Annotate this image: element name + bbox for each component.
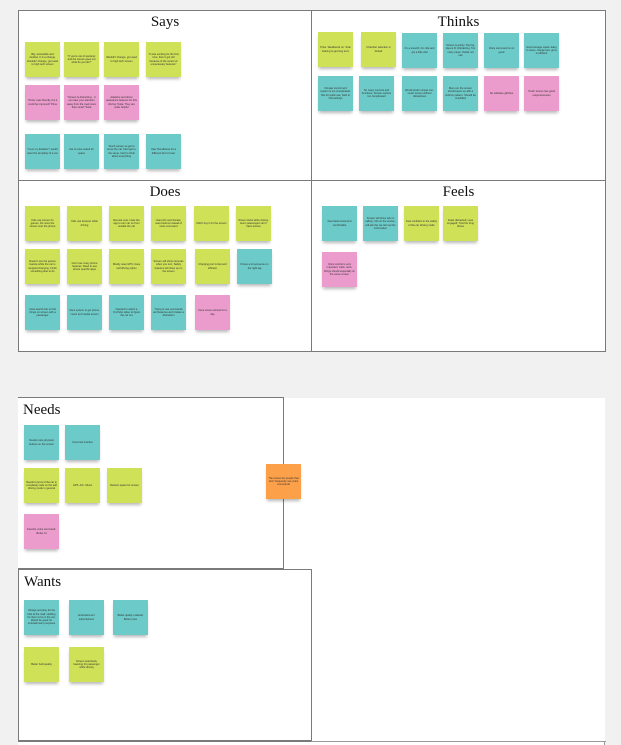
needs-title: Needs (23, 402, 61, 418)
sticky-note[interactable]: Feel confident in the safety of the car … (404, 206, 439, 241)
sticky-note[interactable]: "Love my defaults" I would want the simp… (25, 134, 60, 169)
divider (311, 741, 606, 742)
sticky-note[interactable]: "It was exciting for the first time, the… (146, 42, 181, 77)
sticky-note[interactable]: Big, accessible and intuitive. It is a c… (25, 42, 60, 77)
sticky-note[interactable]: Needs more physical buttons on the scree… (24, 425, 59, 460)
sticky-note[interactable]: Screen is quirky. Too big, idea is fit. … (443, 33, 478, 68)
sticky-note[interactable]: Trying to use commands and features and … (151, 295, 186, 330)
sticky-note[interactable]: Didn't buy it for the screen (194, 206, 229, 241)
sticky-note[interactable]: Charge and play for the kids at the road… (24, 600, 59, 635)
sticky-note[interactable]: Good storage space. Easy to clean, charg… (524, 33, 559, 68)
sticky-note[interactable]: Charging port is fast and efficient (195, 249, 230, 284)
divider (604, 741, 605, 745)
sticky-note[interactable]: Wouldn't change, got used to high tech s… (104, 42, 139, 77)
sticky-note[interactable]: Car is more suited for space (64, 134, 99, 169)
sticky-note[interactable]: Doesn't use the games feature while the … (25, 249, 60, 284)
sticky-note[interactable]: Kids use browser while driving (67, 206, 102, 241)
sticky-note[interactable]: Entertainment subscriptions (69, 600, 104, 635)
sticky-note[interactable]: Touch screen so get to know the car, har… (104, 134, 139, 169)
says-title: Says (150, 14, 180, 30)
sticky-note[interactable]: Climate control and system is too compli… (318, 76, 353, 111)
sticky-note[interactable]: Favorite voice command; Better AI (24, 514, 59, 549)
sticky-note[interactable]: Voice command is not good (484, 33, 519, 68)
wants-panel: Wants (18, 569, 312, 741)
sticky-note[interactable]: "If you're out of warranty and the scree… (64, 42, 99, 77)
sticky-note[interactable]: Touch screen has good responsiveness (524, 76, 559, 111)
sticky-note[interactable]: Reduce space for screen (107, 468, 142, 503)
sticky-note[interactable]: Needs to know if the car is completely s… (24, 468, 59, 503)
sticky-note[interactable]: Uses A/C and climate, uses buttons inste… (151, 206, 186, 241)
sticky-note[interactable]: No software glitches (484, 76, 519, 111)
sticky-note[interactable]: Mostly uses GPS; Uses self driving optio… (109, 249, 144, 284)
thinks-title: Thinks (437, 14, 480, 30)
feels-title: Feels (442, 184, 475, 200)
sticky-note[interactable]: Feel determined and comfortable (322, 206, 357, 241)
sticky-note[interactable]: Better built quality (24, 647, 59, 682)
sticky-note[interactable]: "Screen is distracting... It can take yo… (64, 85, 99, 120)
sticky-note[interactable]: GPS. A/C. Music (65, 468, 100, 503)
needs-panel: Needs (18, 397, 284, 569)
sticky-note[interactable]: Drives a lot someone on the right lag (237, 249, 272, 284)
sticky-note[interactable]: Chamber selection is limited (361, 32, 396, 67)
sticky-note[interactable]: Better quality material; Better price (113, 600, 148, 635)
sticky-note[interactable]: Can't use many phone features; Need to u… (67, 249, 102, 284)
sticky-note[interactable]: Prius. Weathered on. Took training to ge… (318, 32, 353, 67)
floating-sticky-note[interactable]: The screen for people that don't frequen… (266, 464, 301, 499)
sticky-note[interactable]: User friendliness for a different kind o… (146, 134, 181, 169)
sticky-note[interactable]: Uses search bar to find things on screen… (25, 295, 60, 330)
sticky-note[interactable]: Remote over. Uses the app to turn car on… (109, 206, 144, 241)
sticky-note[interactable]: It's a smooth, fun ride and got a little… (402, 33, 437, 68)
sticky-note[interactable]: Uses system to get phone, music and medi… (67, 295, 102, 330)
divider (18, 740, 312, 742)
sticky-note[interactable]: Menu on the screen should open up with a… (443, 76, 478, 111)
does-title: Does (149, 184, 181, 200)
sticky-note[interactable]: Needed to watch a YouTube video to figur… (109, 295, 144, 330)
sticky-note[interactable]: Screen selectively lowering for passenge… (69, 647, 104, 682)
sticky-note[interactable]: Screen will show cameras when you turn; … (151, 249, 186, 284)
sticky-note[interactable]: Feels distracted; Less engaged; Tired fo… (443, 206, 478, 241)
sticky-note[interactable]: Would prefer simple non-smart screen wit… (402, 76, 437, 111)
sticky-note[interactable]: Kids use screen for games. Do more the s… (25, 206, 60, 241)
sticky-note[interactable]: Adaptive and driver assistance features … (104, 85, 139, 120)
sticky-note[interactable]: "Pretty user-friendly, but it could be i… (25, 85, 60, 120)
wants-title: Wants (24, 574, 62, 590)
sticky-note[interactable]: Screen will show who is calling. Info on… (363, 206, 398, 241)
sticky-note[interactable]: Uses screen almost for a day (195, 295, 230, 330)
sticky-note[interactable]: Commute intuitive (65, 425, 100, 460)
feels-quadrant: Feels (311, 180, 606, 352)
sticky-note[interactable]: Voice control is very important; Calls, … (322, 252, 357, 287)
sticky-note[interactable]: Screen locks while driving. Even passeng… (236, 206, 271, 241)
sticky-note[interactable]: So many controls and functions; Screen o… (359, 76, 394, 111)
